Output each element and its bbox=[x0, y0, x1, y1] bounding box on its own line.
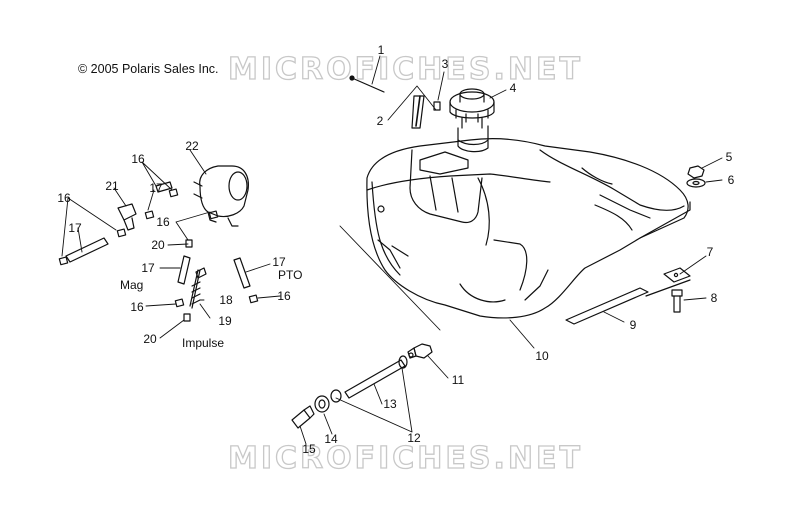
callout-13: 13 bbox=[383, 397, 397, 411]
callout-5: 5 bbox=[725, 150, 733, 164]
callout-15: 15 bbox=[302, 442, 316, 456]
callout-17-pto: 17 bbox=[272, 255, 286, 269]
callout-21: 21 bbox=[105, 179, 119, 193]
callout-12: 12 bbox=[407, 431, 421, 445]
leader-lines bbox=[61, 55, 723, 445]
label-mag: Mag bbox=[120, 278, 144, 292]
callout-16-lower: 16 bbox=[130, 300, 144, 314]
copyright-notice: © 2005 Polaris Sales Inc. bbox=[78, 62, 219, 76]
callout-18: 18 bbox=[219, 293, 233, 307]
callout-14: 14 bbox=[324, 432, 338, 446]
callout-17-left: 17 bbox=[68, 221, 82, 235]
callout-17-top: 17 bbox=[149, 181, 163, 195]
watermark-top: MICROFICHES.NET bbox=[227, 51, 583, 87]
fuel-cap bbox=[449, 88, 495, 129]
callout-10: 10 bbox=[535, 349, 549, 363]
callout-16-center: 16 bbox=[156, 215, 170, 229]
label-pto: PTO bbox=[278, 268, 303, 282]
fuel-tank bbox=[366, 125, 691, 319]
callout-8: 8 bbox=[710, 291, 718, 305]
callout-20-lower: 20 bbox=[143, 332, 157, 346]
callout-20-upper: 20 bbox=[151, 238, 165, 252]
callout-9: 9 bbox=[629, 318, 637, 332]
callout-16-left: 16 bbox=[57, 191, 71, 205]
hardware-group bbox=[565, 165, 706, 325]
callout-3: 3 bbox=[441, 57, 449, 71]
callout-17-mag: 17 bbox=[141, 261, 155, 275]
callout-1: 1 bbox=[377, 43, 385, 57]
callout-6: 6 bbox=[727, 173, 735, 187]
callout-11: 11 bbox=[451, 373, 465, 387]
callout-2: 2 bbox=[376, 114, 384, 128]
callout-4: 4 bbox=[509, 81, 517, 95]
watermark-bottom: MICROFICHES.NET bbox=[227, 440, 583, 476]
callout-19: 19 bbox=[218, 314, 232, 328]
callout-7: 7 bbox=[706, 245, 714, 259]
fuel-pump-group bbox=[58, 165, 259, 322]
lower-fuel-line bbox=[291, 343, 433, 429]
callout-16-top: 16 bbox=[131, 152, 145, 166]
callout-22: 22 bbox=[185, 139, 199, 153]
callout-16-right: 16 bbox=[277, 289, 291, 303]
label-impulse: Impulse bbox=[182, 336, 225, 350]
